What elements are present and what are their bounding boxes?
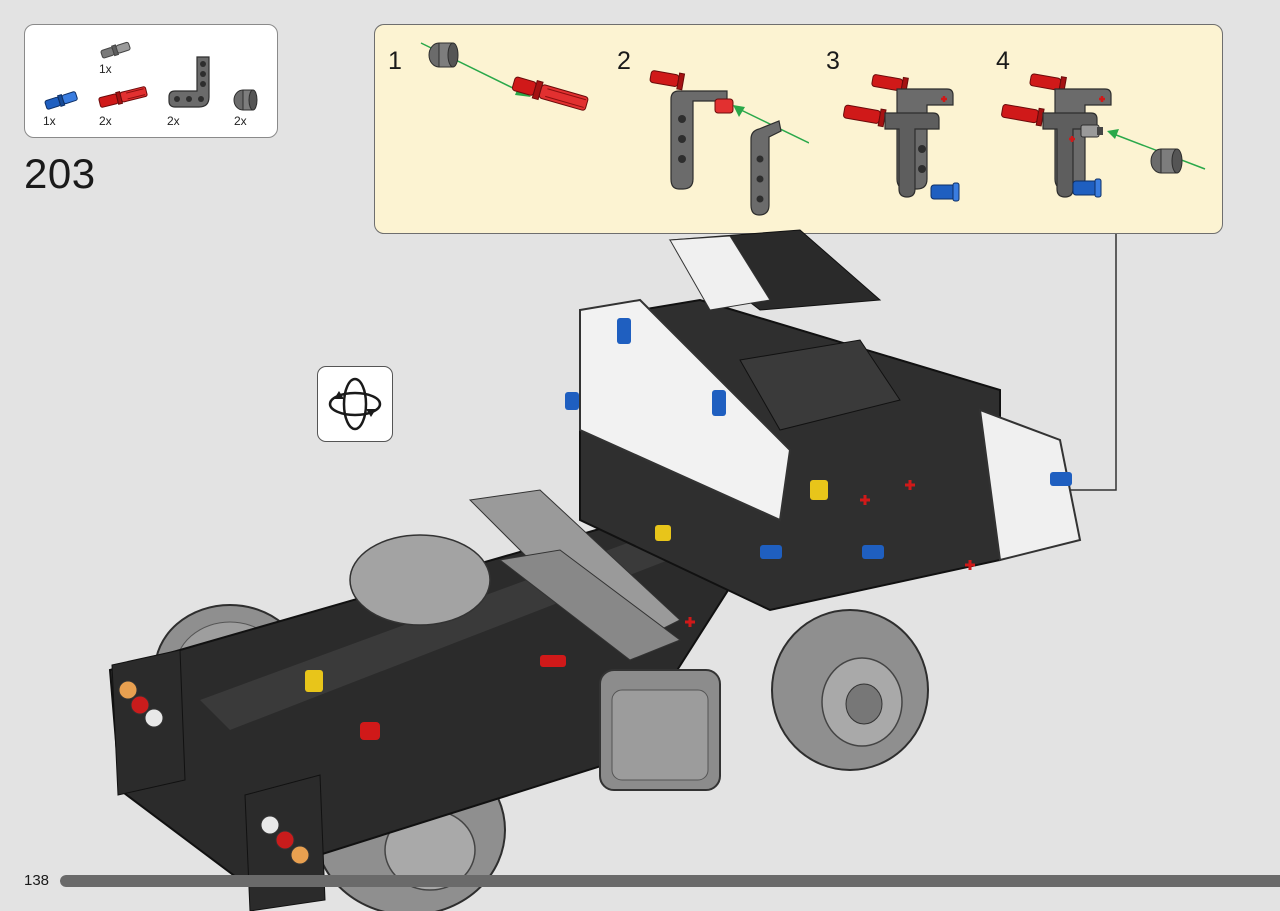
rotate-model-icon — [317, 366, 393, 442]
substep-3-label: 3 — [826, 47, 840, 75]
substep-1-illustration — [420, 42, 589, 111]
blue-axle-pin-part — [43, 89, 79, 111]
grey-bush-qty: 2x — [234, 114, 247, 128]
red-axle-pin-part — [97, 83, 149, 111]
substep-2-label: 2 — [617, 47, 631, 75]
chassis — [108, 489, 762, 911]
grey-axle-pin-part — [99, 40, 133, 60]
progress-bar — [60, 875, 1280, 887]
substep-callout: 1 2 — [374, 24, 1223, 234]
grey-angle-beam-qty: 2x — [167, 114, 180, 128]
step-number: 203 — [24, 150, 96, 197]
substep-1-label: 1 — [388, 47, 402, 75]
grey-bush-part — [231, 87, 259, 113]
substep-4-label: 4 — [996, 47, 1010, 75]
substep-4-illustration — [1001, 73, 1206, 198]
grey-axle-pin-qty: 1x — [99, 62, 112, 76]
grey-angle-beam-part — [167, 53, 219, 113]
substep-3-illustration — [843, 74, 960, 202]
cab-frame — [565, 229, 1082, 627]
blue-axle-pin-qty: 1x — [43, 114, 56, 128]
red-axle-pin-qty: 2x — [99, 114, 112, 128]
parts-list-box: 1x 1x 2x — [24, 24, 278, 138]
substep-2-illustration — [649, 70, 809, 216]
page-number: 138 — [24, 872, 50, 889]
progress-bar-fill — [60, 875, 1280, 887]
front-wheel — [771, 609, 929, 771]
